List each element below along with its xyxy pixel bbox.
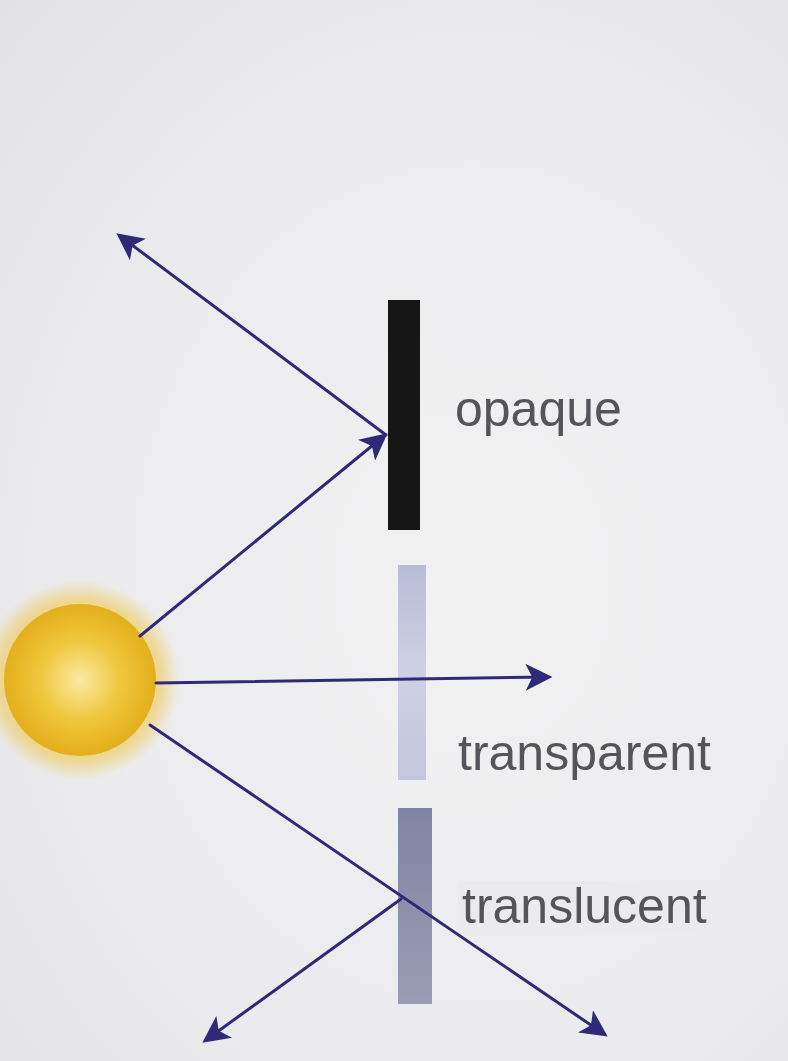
reflected-ray: [120, 236, 386, 435]
transmitted-ray: [156, 677, 548, 683]
material-label: opaque: [451, 384, 626, 434]
material-label: translucent: [458, 881, 711, 931]
material-label: transparent: [454, 728, 715, 778]
transparent-bar: [398, 565, 426, 780]
sun: [4, 604, 156, 756]
scattered-ray: [206, 899, 401, 1040]
opaque-bar: [388, 300, 420, 530]
sun-glow: [0, 580, 180, 780]
incident-ray: [140, 436, 384, 636]
